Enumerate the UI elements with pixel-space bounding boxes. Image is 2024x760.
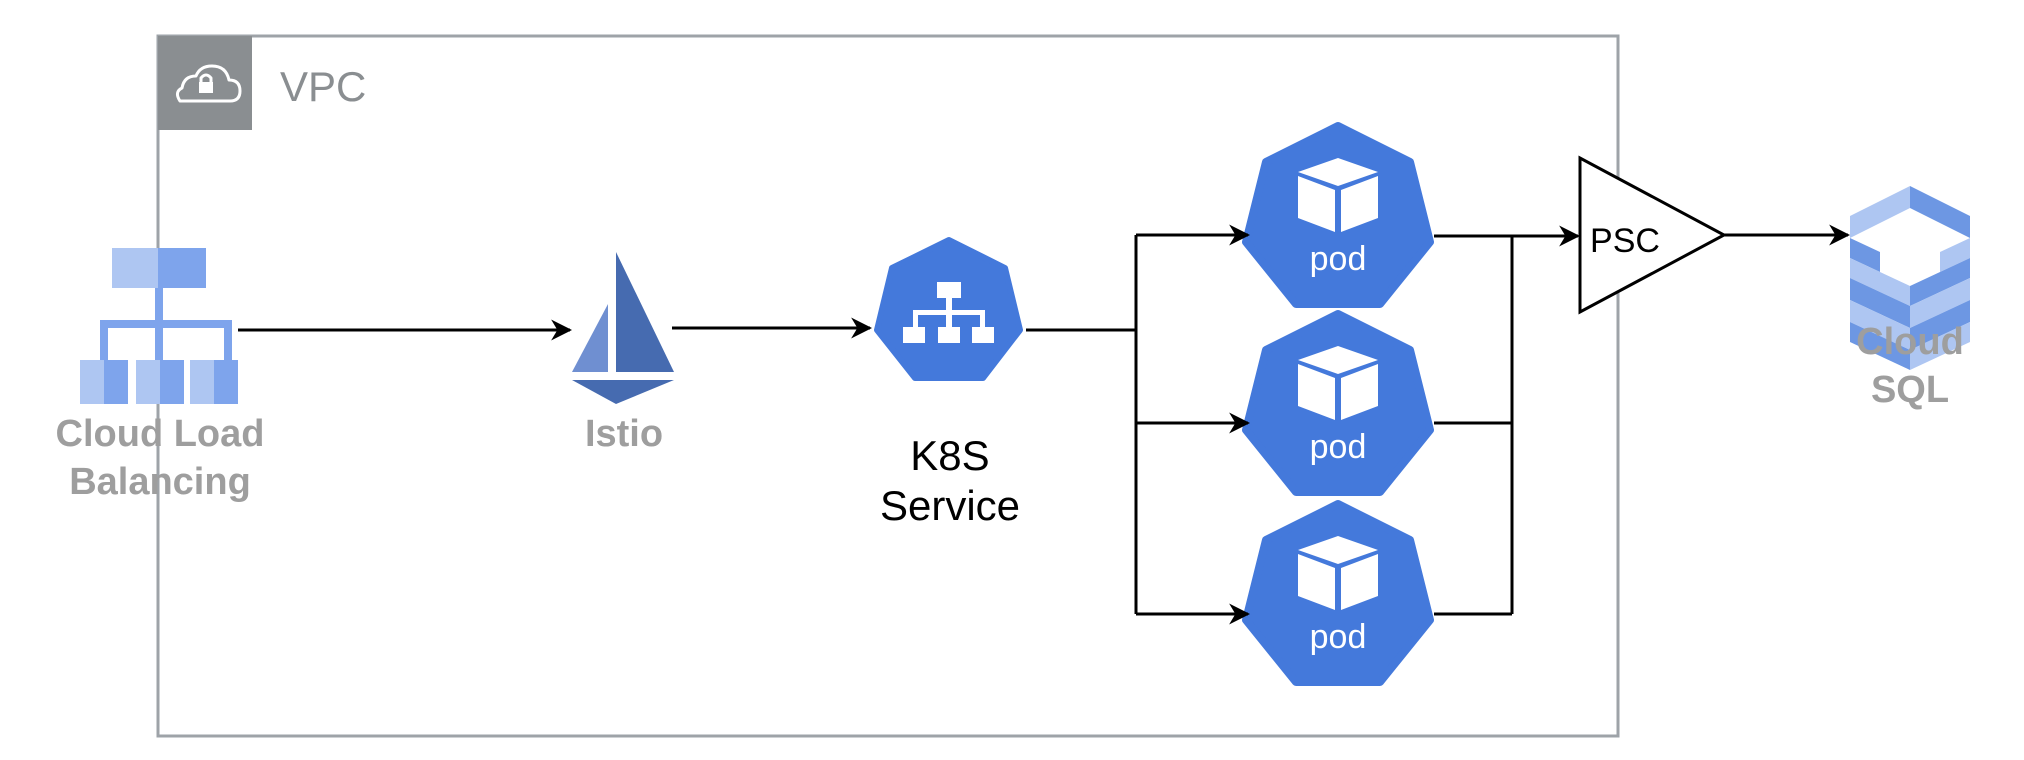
- cloud-sql-icon: [1850, 186, 1970, 370]
- psc-label: PSC: [1590, 222, 1660, 260]
- load-balancing-icon: [80, 248, 238, 404]
- vpc-label: VPC: [280, 63, 366, 110]
- istio-label: Istio: [585, 413, 663, 455]
- cloud-load-balancing-node: Cloud Load Balancing: [56, 248, 265, 503]
- pod-label: pod: [1310, 618, 1367, 656]
- vpc-container: VPC: [156, 34, 1620, 738]
- pod-node-2: pod: [1242, 310, 1434, 496]
- istio-sail-icon: [572, 252, 674, 404]
- istio-node: Istio: [572, 252, 674, 455]
- k8s-service-node: K8S Service: [874, 237, 1023, 529]
- k8s-pod-icon: [1242, 310, 1434, 496]
- k8s-pod-icon: [1242, 500, 1434, 686]
- pod-label: pod: [1310, 428, 1367, 466]
- psc-node: PSC: [1578, 155, 1728, 315]
- k8s-service-label-line2: Service: [880, 482, 1020, 529]
- pod-node-3: pod: [1242, 500, 1434, 686]
- cloud-sql-label-line1: Cloud: [1856, 321, 1964, 363]
- cloud-lock-icon: [175, 64, 242, 103]
- k8s-service-icon: [874, 237, 1023, 381]
- connectors: [238, 224, 1851, 625]
- cloud-sql-label-line2: SQL: [1871, 369, 1949, 411]
- pod-node-1: pod: [1242, 122, 1434, 308]
- load-balancing-label-line2: Balancing: [69, 461, 251, 503]
- k8s-service-label-line1: K8S: [910, 432, 989, 479]
- cloud-sql-node: Cloud SQL: [1850, 186, 1970, 411]
- pod-label: pod: [1310, 240, 1367, 278]
- load-balancing-label-line1: Cloud Load: [56, 413, 265, 455]
- k8s-pod-icon: [1242, 122, 1434, 308]
